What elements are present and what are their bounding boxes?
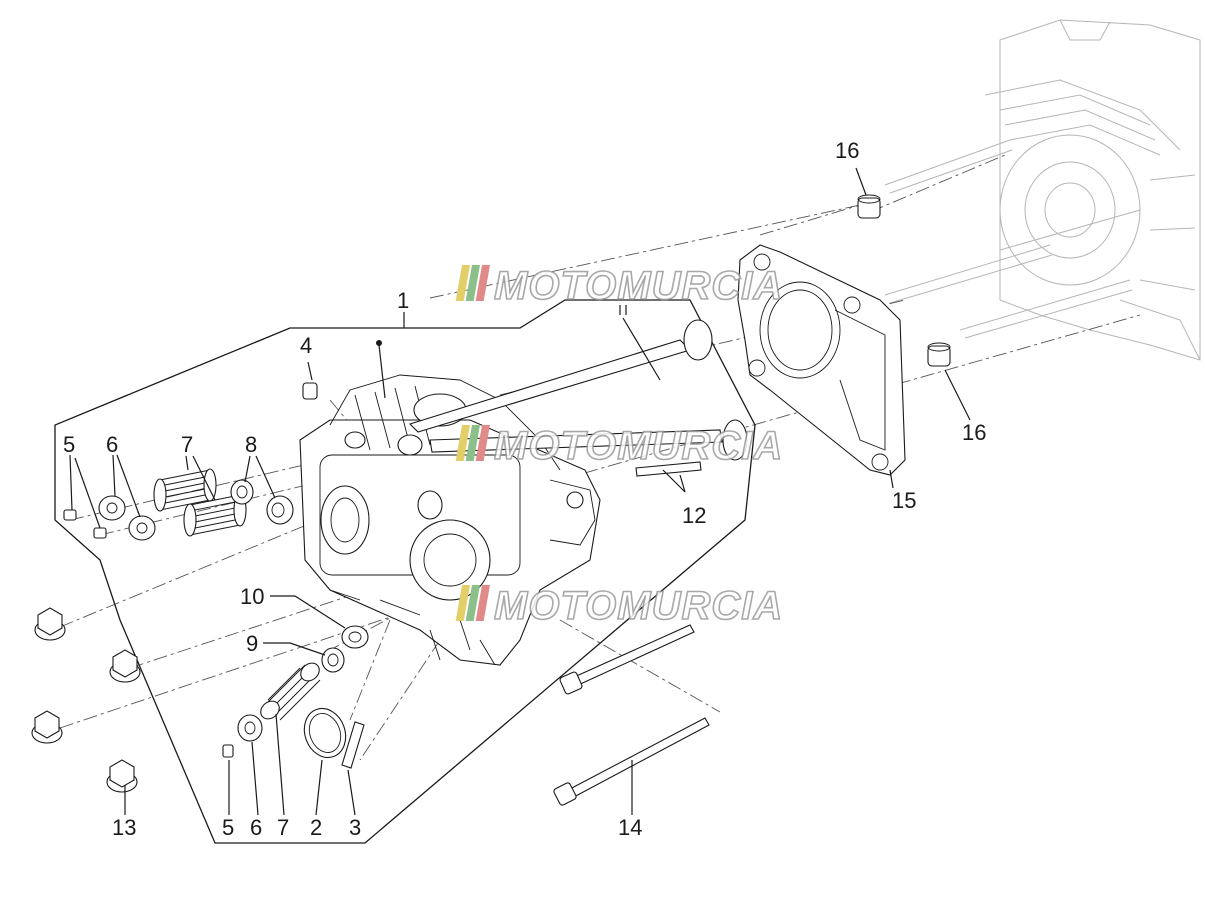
head-bolt-upper [559, 624, 695, 695]
watermark-stripe [455, 425, 470, 461]
valve-keeper-lower [222, 744, 234, 758]
flange-nut-4 [106, 759, 138, 793]
callout-6-upper: 6 [106, 432, 118, 457]
flange-nut-1 [34, 607, 66, 641]
callout-14: 14 [618, 815, 642, 840]
assembly-frame-part-1 [54, 299, 756, 844]
callout-1: 1 [397, 288, 409, 313]
watermark-top: MOTOMURCIA [455, 263, 783, 309]
callout-15: 15 [892, 488, 916, 513]
callout-5-upper: 5 [63, 432, 75, 457]
callout-7-lower: 7 [277, 815, 289, 840]
callout-6-lower: 6 [250, 815, 262, 840]
callout-12: 12 [682, 503, 706, 528]
small-dowel-4 [302, 382, 318, 400]
watermark-middle: MOTOMURCIA [455, 423, 783, 469]
valve-stem-seal-lower [321, 647, 345, 673]
reference-dot [376, 340, 382, 346]
valve-stem-seals-upper [230, 479, 294, 525]
valve-springs-upper [153, 468, 247, 537]
watermark-stripe [465, 425, 480, 461]
watermark-stripe [465, 585, 480, 621]
callout-4: 4 [300, 333, 312, 358]
valve-stem-12 [635, 461, 702, 477]
callout-8: 8 [245, 432, 257, 457]
engine-block-background-drawing [984, 19, 1201, 361]
callout-2: 2 [310, 815, 322, 840]
valve-intake [408, 319, 713, 433]
watermark-stripe [475, 265, 490, 301]
callout-10: 10 [240, 584, 264, 609]
flange-nuts [31, 607, 141, 793]
watermark-stripe [465, 265, 480, 301]
spring-retainers-upper [98, 495, 156, 541]
watermark-text: MOTOMURCIA [494, 584, 783, 628]
callout-13: 13 [112, 815, 136, 840]
callout-16-lower: 16 [962, 420, 986, 445]
spring-seat-washer [341, 625, 369, 649]
flange-nut-2 [109, 649, 141, 683]
callout-16-upper: 16 [835, 138, 859, 163]
watermark-stripe [455, 585, 470, 621]
head-gasket [737, 244, 906, 476]
watermark-stripe [455, 265, 470, 301]
watermark-text: MOTOMURCIA [494, 424, 783, 468]
watermark-stripe [475, 425, 490, 461]
cylinder-studs [884, 139, 1141, 339]
callout-7-upper: 7 [181, 432, 193, 457]
watermark-bottom: MOTOMURCIA [455, 583, 783, 629]
valve-exhaust [429, 419, 748, 461]
spring-retainer-lower [237, 714, 263, 742]
flange-nut-3 [31, 710, 63, 744]
head-bolt-lower [553, 717, 710, 806]
dowel-sleeve [341, 721, 365, 769]
callout-3: 3 [349, 815, 361, 840]
dowel-pin-upper [857, 194, 881, 219]
o-ring [303, 707, 347, 759]
callout-labels: 1 4 5 6 7 8 10 9 12 15 16 16 13 5 6 7 2 … [63, 138, 986, 840]
watermark-text: MOTOMURCIA [494, 264, 783, 308]
dowel-pin-lower [927, 342, 951, 367]
callout-9: 9 [246, 631, 258, 656]
leader-lines [69, 167, 971, 816]
watermark-stripe [475, 585, 490, 621]
valve-spring-lower [260, 662, 321, 721]
callout-5-lower: 5 [222, 815, 234, 840]
cylinder-head [299, 374, 601, 666]
